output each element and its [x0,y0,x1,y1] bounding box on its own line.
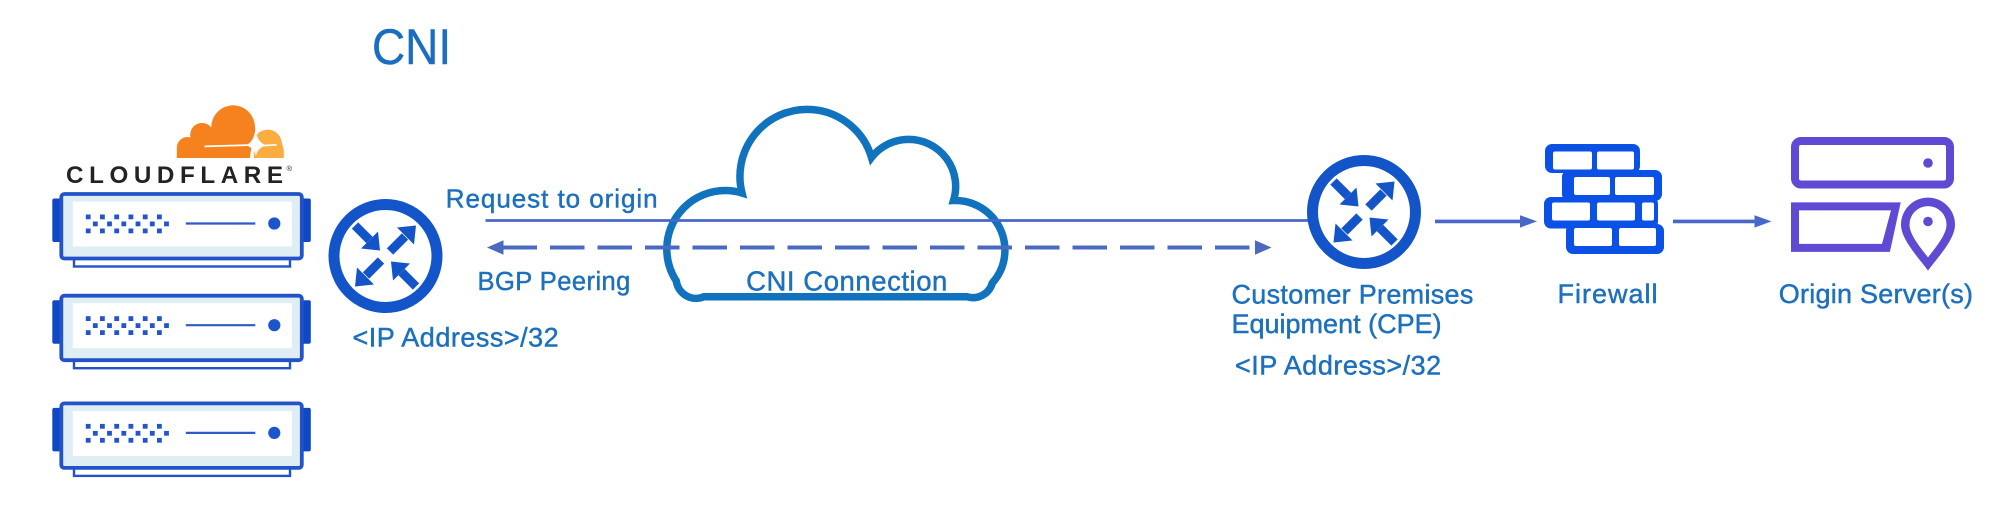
svg-text:CNI Connection: CNI Connection [746,265,948,296]
svg-text:BGP Peering: BGP Peering [478,268,631,296]
svg-text:Request to origin: Request to origin [446,184,659,214]
svg-text:CNI: CNI [372,19,451,75]
svg-text:<IP Address>/32: <IP Address>/32 [353,323,560,353]
svg-text:CLOUDFLARE: CLOUDFLARE [66,162,289,189]
svg-text:<IP Address>/32: <IP Address>/32 [1235,351,1442,381]
svg-text:®: ® [287,164,293,173]
svg-text:Customer Premises: Customer Premises [1232,280,1474,310]
svg-text:Origin Server(s): Origin Server(s) [1779,279,1974,309]
svg-text:Firewall: Firewall [1557,279,1658,309]
svg-text:Equipment (CPE): Equipment (CPE) [1232,309,1442,339]
